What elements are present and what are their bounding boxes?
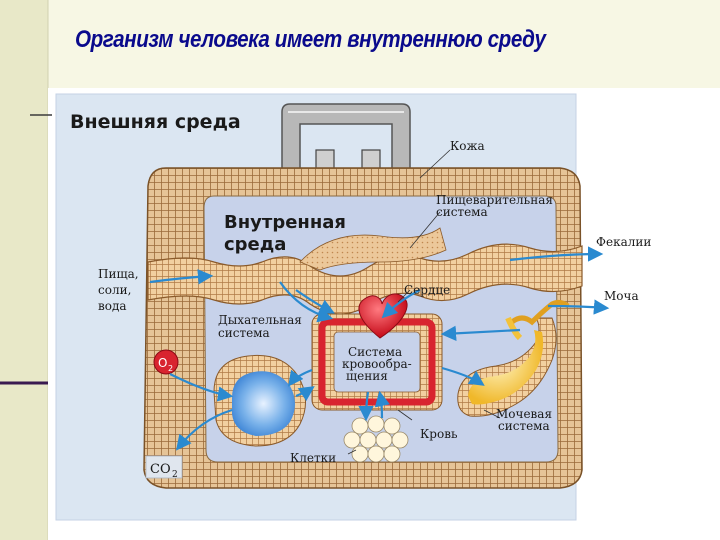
cells-icon — [343, 415, 409, 463]
food-label-3: вода — [98, 299, 127, 313]
heart-label: Сердце — [404, 283, 450, 297]
inner-environment-label-1: Внутренная — [224, 212, 346, 233]
skin-label: Кожа — [450, 139, 485, 153]
inner-environment-label-2: среда — [224, 234, 286, 255]
urinary-label-1: Мочевая — [496, 407, 552, 421]
cells-label: Клетки — [290, 451, 336, 465]
digestive-system — [147, 243, 583, 315]
respiratory-label-1: Дыхательная — [218, 313, 302, 327]
circulatory-label-2: кровообра- — [342, 357, 412, 371]
digestive-label-2: система — [436, 205, 488, 219]
circulatory-label-3: щения — [346, 369, 388, 383]
urine-label: Моча — [604, 289, 639, 303]
co2-subscript: 2 — [172, 470, 178, 480]
co2-box: CO 2 — [145, 455, 183, 480]
o2-subscript: 2 — [168, 364, 173, 373]
lung-icon — [232, 371, 295, 436]
o2-label: O — [158, 356, 167, 370]
circulatory-label-1: Система — [348, 345, 402, 359]
body-environment-diagram: O 2 CO 2 Внешняя среда Внутренная среда — [55, 93, 651, 521]
blood-label: Кровь — [420, 427, 458, 441]
urinary-label-2: система — [498, 419, 550, 433]
slide-title: Организм человека имеет внутреннюю среду — [75, 26, 546, 53]
respiratory-label-2: система — [218, 326, 270, 340]
digestive-label-1: Пищеварительная — [436, 193, 553, 207]
leader-lines — [347, 149, 501, 455]
food-label-1: Пища, — [98, 267, 139, 281]
flow-arrows — [149, 246, 610, 451]
food-label-2: соли, — [98, 283, 131, 297]
respiratory-system — [213, 354, 306, 447]
feces-label: Фекалии — [596, 235, 651, 249]
outer-environment-label: Внешняя среда — [70, 111, 241, 133]
o2-molecule-icon: O 2 — [153, 349, 179, 375]
kidney-icon — [468, 330, 544, 405]
co2-label: CO — [150, 462, 171, 477]
